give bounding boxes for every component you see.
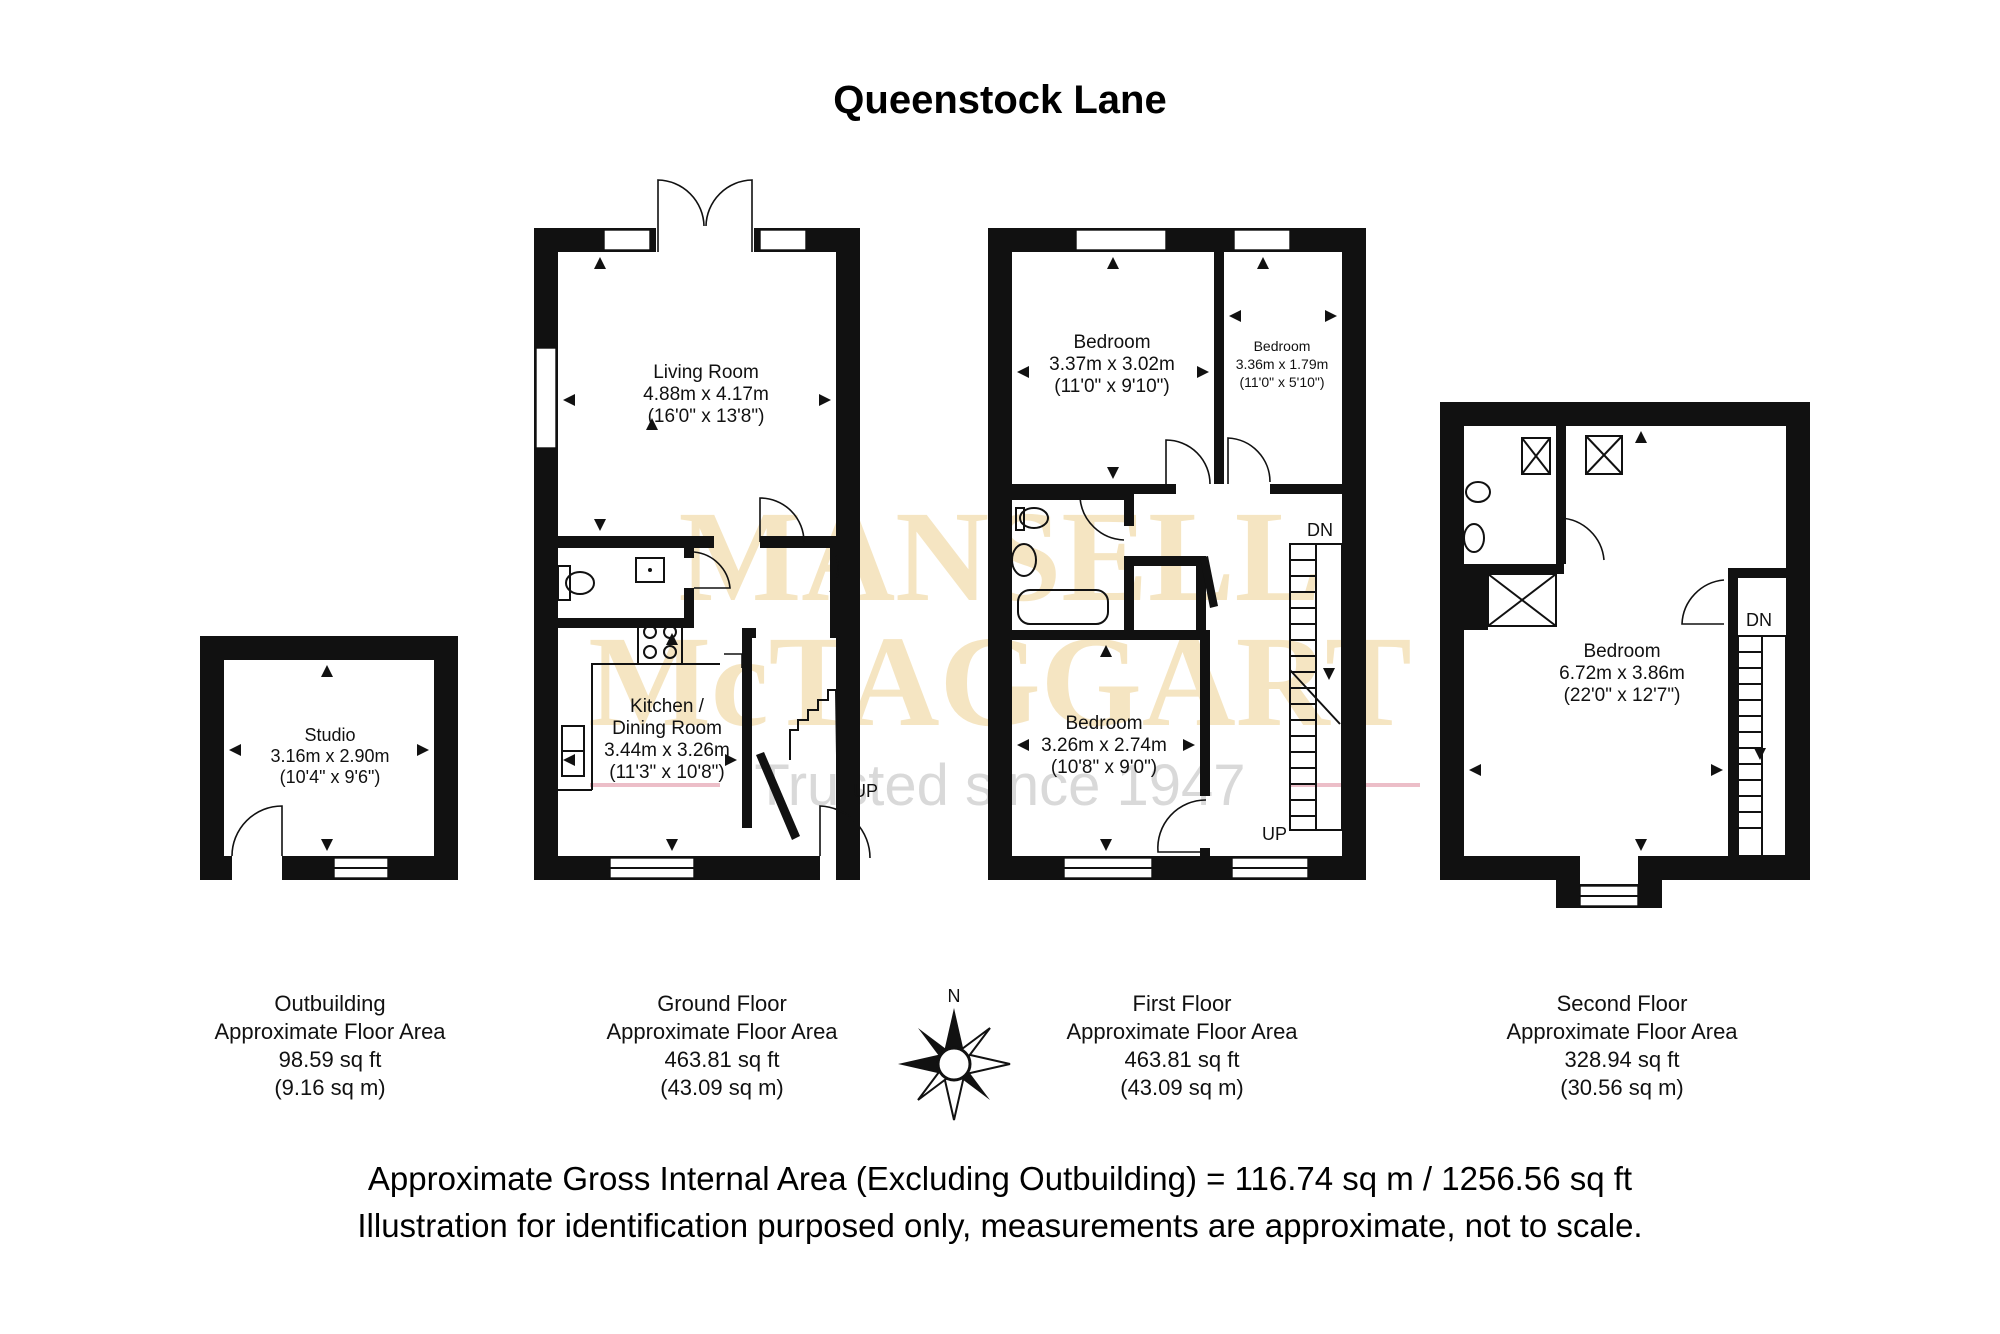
basin xyxy=(1011,543,1037,577)
stair-up-label: UP xyxy=(1262,824,1287,844)
floor-caption: Approximate Floor Area xyxy=(214,1019,446,1044)
floor-sqm: (9.16 sq m) xyxy=(274,1075,385,1100)
toilet xyxy=(565,571,595,595)
door-swing xyxy=(657,179,705,252)
door-swing xyxy=(819,805,871,859)
floor-sqft: 463.81 sq ft xyxy=(665,1047,780,1072)
plan-title: Queenstock Lane xyxy=(833,78,1166,122)
shower xyxy=(1487,573,1557,627)
outbuilding-plan: Studio 3.16m x 2.90m (10'4" x 9'6") xyxy=(200,636,458,880)
toilet xyxy=(1019,507,1049,529)
floor-caption-second: Second Floor Approximate Floor Area 328.… xyxy=(1506,991,1738,1100)
bedroom3-imperial: (10'8" x 9'0") xyxy=(1051,757,1157,778)
floor-sqm: (43.09 sq m) xyxy=(1120,1075,1244,1100)
first-floor-plan: DN UP Bedroom 3.37m x 3.02m (11'0" x 9'1… xyxy=(988,228,1366,880)
living-room-metric: 4.88m x 4.17m xyxy=(643,384,769,405)
floor-sqft: 328.94 sq ft xyxy=(1565,1047,1680,1072)
skylight xyxy=(1585,435,1623,475)
studio-imperial: (10'4" x 9'6") xyxy=(280,767,381,787)
bedroom2-name: Bedroom xyxy=(1254,338,1311,354)
door-swing xyxy=(724,653,743,668)
floor-name: First Floor xyxy=(1133,991,1232,1016)
window xyxy=(535,347,557,449)
window xyxy=(1075,229,1167,251)
living-room-name: Living Room xyxy=(653,362,759,383)
living-room-imperial: (16'0" x 13'8") xyxy=(648,406,765,427)
floor-caption: Approximate Floor Area xyxy=(1506,1019,1738,1044)
bedroom4-metric: 6.72m x 3.86m xyxy=(1559,663,1685,684)
bedroom1-name: Bedroom xyxy=(1073,332,1150,353)
bedroom4-name: Bedroom xyxy=(1583,641,1660,662)
kitchen-name-line1: Kitchen / xyxy=(630,696,705,717)
floor-caption-outbuilding: Outbuilding Approximate Floor Area 98.59… xyxy=(214,991,446,1100)
door-swing xyxy=(1559,517,1605,564)
floor-caption-ground: Ground Floor Approximate Floor Area 463.… xyxy=(606,991,838,1100)
door-swing xyxy=(1165,439,1211,485)
worktop xyxy=(591,663,720,790)
staircase-up xyxy=(789,689,860,821)
door-swing xyxy=(759,497,805,543)
floor-sqft: 98.59 sq ft xyxy=(279,1047,382,1072)
floor-sqft: 463.81 sq ft xyxy=(1125,1047,1240,1072)
basin xyxy=(635,557,665,583)
floor-caption-first: First Floor Approximate Floor Area 463.8… xyxy=(1066,991,1298,1100)
stair-down-label: DN xyxy=(1307,520,1333,540)
door-swing xyxy=(1079,497,1125,541)
door-swing xyxy=(693,551,731,589)
toilet xyxy=(1465,481,1491,503)
floor-sqm: (30.56 sq m) xyxy=(1560,1075,1684,1100)
gross-area-note: Approximate Gross Internal Area (Excludi… xyxy=(368,1160,1632,1197)
bedroom2-imperial: (11'0" x 5'10") xyxy=(1239,374,1324,390)
studio-metric: 3.16m x 2.90m xyxy=(270,746,389,766)
kitchen-name-line2: Dining Room xyxy=(612,718,722,739)
window xyxy=(1233,229,1291,251)
basin xyxy=(1463,523,1485,553)
bedroom2-metric: 3.36m x 1.79m xyxy=(1236,356,1329,372)
floor-caption: Approximate Floor Area xyxy=(606,1019,838,1044)
kitchen-metric: 3.44m x 3.26m xyxy=(604,740,730,761)
staircase-down xyxy=(1737,635,1787,857)
door-swing xyxy=(829,555,839,593)
ground-floor-plan: UP Living Room 4.88m x 4.17m (16'0" x 13… xyxy=(534,179,878,882)
window xyxy=(603,229,651,251)
stair-up-label: UP xyxy=(853,781,878,801)
studio-name: Studio xyxy=(304,725,355,745)
door-swing xyxy=(231,805,283,857)
disclaimer-note: Illustration for identification purposed… xyxy=(357,1207,1642,1244)
floor-sqm: (43.09 sq m) xyxy=(660,1075,784,1100)
bedroom1-metric: 3.37m x 3.02m xyxy=(1049,354,1175,375)
compass-north-label: N xyxy=(948,986,961,1006)
kitchen-imperial: (11'3" x 10'8") xyxy=(609,762,724,783)
stair-down-label: DN xyxy=(1746,610,1772,630)
door-swing xyxy=(1227,437,1271,484)
floor-name: Second Floor xyxy=(1557,991,1688,1016)
door-swing xyxy=(1681,579,1725,625)
bedroom3-name: Bedroom xyxy=(1065,713,1142,734)
staircase-down xyxy=(1289,543,1343,831)
second-floor-plan: DN Bedroom 6.72m x 3.86m (22'0" x 12'7") xyxy=(1440,402,1810,908)
door-swing xyxy=(1157,799,1207,853)
window xyxy=(759,229,807,251)
bedroom1-imperial: (11'0" x 9'10") xyxy=(1054,376,1169,397)
floor-caption: Approximate Floor Area xyxy=(1066,1019,1298,1044)
door-swing xyxy=(705,179,753,252)
floor-name: Ground Floor xyxy=(657,991,787,1016)
compass-rose: N xyxy=(898,986,1011,1121)
skylight xyxy=(1521,437,1551,475)
bedroom3-metric: 3.26m x 2.74m xyxy=(1041,735,1167,756)
bedroom4-imperial: (22'0" x 12'7") xyxy=(1564,685,1681,706)
bath xyxy=(1017,589,1109,625)
floor-name: Outbuilding xyxy=(274,991,385,1016)
